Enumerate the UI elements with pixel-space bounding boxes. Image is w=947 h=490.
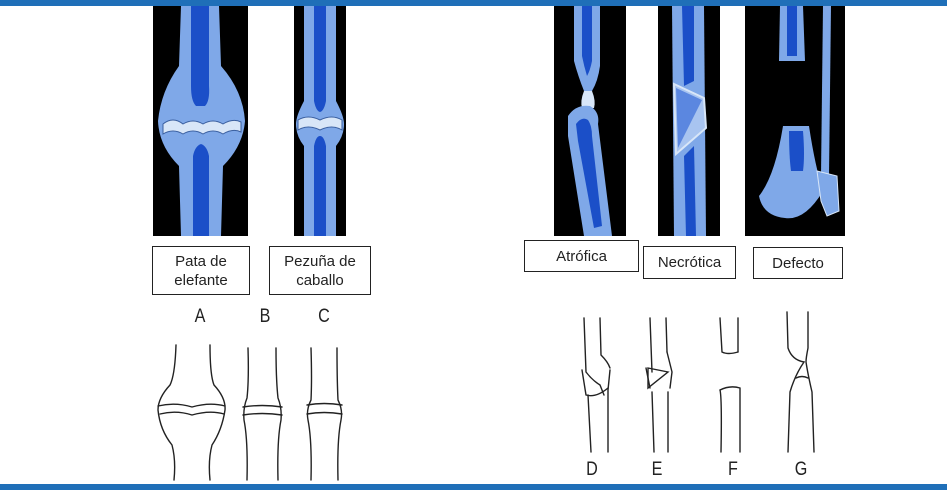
sketch-b	[243, 348, 282, 480]
sketch-c	[307, 348, 342, 480]
sketch-g	[787, 312, 814, 452]
sketch-a	[158, 345, 225, 480]
bottom-accent-bar	[0, 484, 947, 490]
sketch-e	[646, 318, 672, 452]
sketch-f	[720, 318, 740, 452]
sketch-d	[582, 318, 610, 452]
